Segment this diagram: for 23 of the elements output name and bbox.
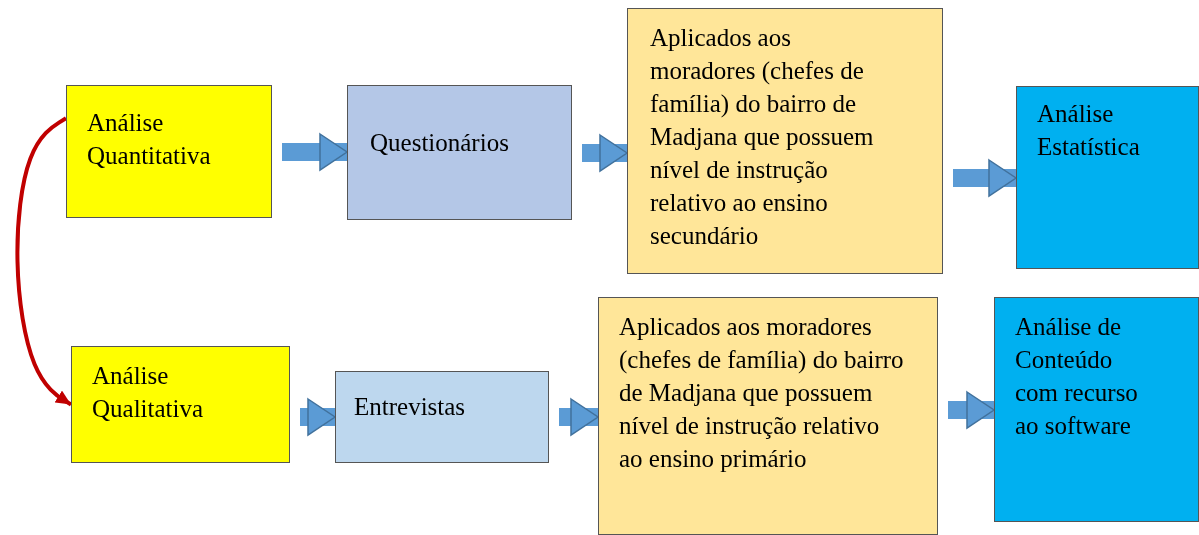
analysis-box: [71, 346, 290, 463]
target-group-box: [598, 297, 938, 535]
box-text: Análise Qualitativa: [92, 361, 205, 424]
block-arrow: [300, 398, 336, 436]
curved-arrow: [15, 116, 73, 407]
block-arrow: [559, 398, 599, 436]
method-box: [347, 85, 572, 220]
box-text: Aplicados aos moradores (chefes de família) do bairro de Madjana que possuem nível de instrução relativo ao ensino primário: [619, 312, 905, 474]
block-arrow: [282, 133, 348, 171]
box-text: Análise de Conteúdo com recurso ao software: [1015, 312, 1139, 441]
box-text: Análise Estatística: [1037, 99, 1141, 162]
method-box: [335, 371, 549, 463]
box-text: Questionários: [370, 128, 510, 158]
analysis-result-box: [994, 297, 1199, 522]
box-text: Análise Quantitativa: [87, 108, 212, 171]
block-arrow: [948, 391, 995, 429]
block-arrow: [953, 159, 1017, 197]
analysis-result-box: [1016, 86, 1199, 269]
block-arrow: [582, 134, 628, 172]
analysis-box: [66, 85, 272, 218]
box-text: Entrevistas: [354, 392, 467, 422]
target-group-box: [627, 8, 943, 274]
box-text: Aplicados aos moradores (chefes de família) do bairro de Madjana que possuem nível de instrução relativo ao ensino secundário: [650, 23, 875, 251]
